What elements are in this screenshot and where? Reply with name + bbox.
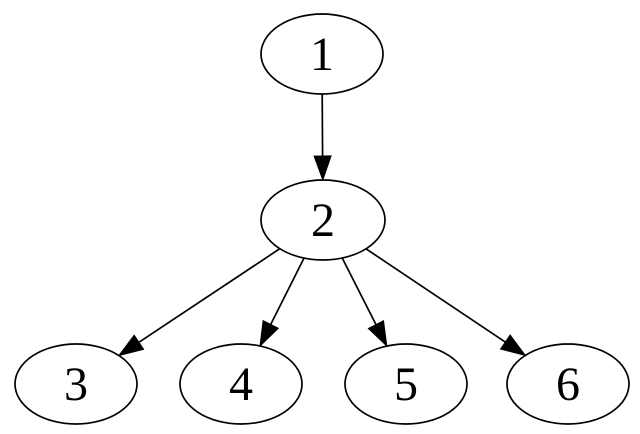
node-4-ellipse [179, 343, 303, 425]
arrowhead-1-2-icon [313, 155, 332, 182]
node-2-ellipse [260, 179, 386, 261]
node-2-label: 2 [311, 194, 335, 247]
node-3-ellipse [14, 343, 138, 425]
arrowhead-2-5-icon [367, 320, 388, 348]
node-5-label: 5 [394, 358, 418, 411]
node-1-ellipse [260, 13, 384, 95]
node-4-label: 4 [229, 358, 253, 411]
node-6-ellipse [506, 343, 630, 425]
edge-2-4 [269, 257, 305, 327]
node-5-ellipse [344, 343, 468, 425]
edge-2-3 [136, 247, 281, 345]
arrowhead-2-6-icon [499, 334, 527, 357]
edge-2-5 [341, 257, 378, 327]
arrowhead-2-4-icon [259, 319, 280, 348]
node-6-label: 6 [556, 358, 580, 411]
arrowhead-2-3-icon [117, 334, 145, 357]
node-1-label: 1 [310, 28, 334, 81]
edge-2-6 [365, 248, 508, 344]
node-3-label: 3 [64, 358, 88, 411]
